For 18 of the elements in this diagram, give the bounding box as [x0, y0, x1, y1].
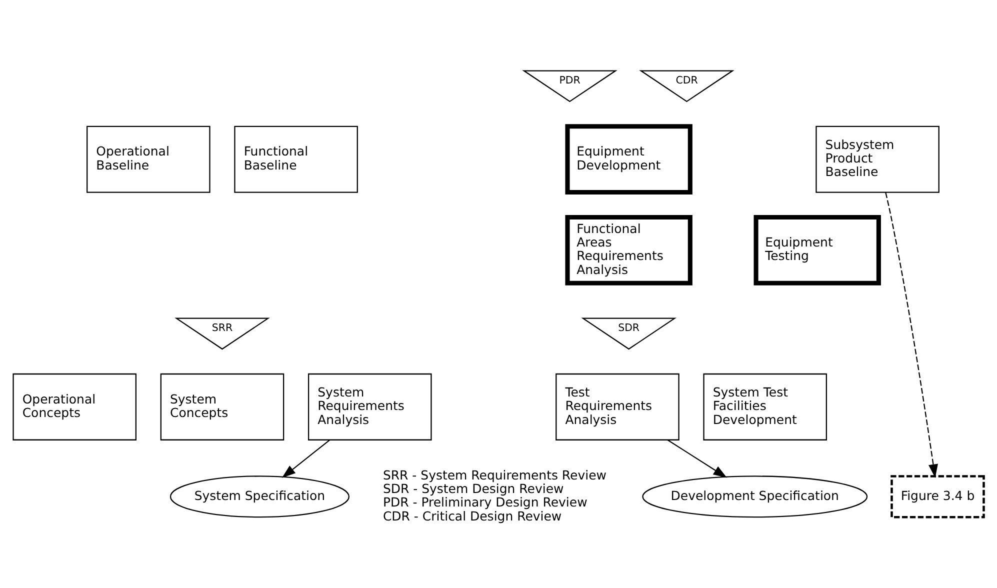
node-box: Figure 3.4 b: [890, 474, 985, 518]
arrow: [282, 438, 330, 478]
node-box: Test Requirements Analysis: [556, 372, 680, 440]
node-box: Functional Baseline: [234, 125, 358, 192]
arrow: [885, 192, 938, 478]
node-box: System Concepts: [160, 372, 284, 440]
node-ellipse: System Specification: [170, 475, 350, 518]
arrow: [667, 438, 727, 478]
node-box: Subsystem Product Baseline: [816, 125, 940, 192]
node-box: Functional Areas Requirements Analysis: [565, 214, 692, 285]
node-box: System Requirements Analysis: [308, 372, 432, 440]
node-box: System Test Facilities Development: [703, 372, 827, 440]
node-box: Operational Baseline: [86, 125, 210, 192]
node-ellipse: Development Specification: [642, 475, 868, 518]
node-box: Equipment Testing: [754, 214, 881, 285]
label: SRR - System Requirements Review: [382, 466, 606, 482]
node-box: Operational Concepts: [12, 372, 136, 440]
node-box: Equipment Development: [565, 124, 692, 194]
